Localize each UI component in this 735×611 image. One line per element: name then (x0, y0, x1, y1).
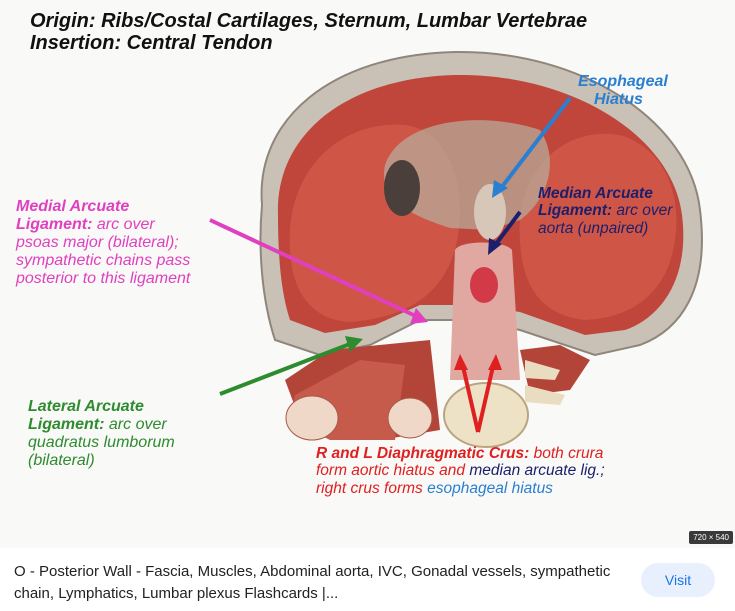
diagram-title: Origin: Ribs/Costal Cartilages, Sternum,… (30, 10, 587, 54)
diaphragmatic-crus-label: R and L Diaphragmatic Crus: both crura f… (316, 445, 605, 497)
result-caption-link[interactable]: O - Posterior Wall - Fascia, Muscles, Ab… (14, 561, 614, 605)
result-image[interactable]: Origin: Ribs/Costal Cartilages, Sternum,… (0, 0, 735, 548)
image-dimensions-badge: 720 × 540 (689, 531, 733, 544)
median-arcuate-label: Median Arcuate Ligament: arc over aorta … (538, 185, 672, 237)
origin-text: Origin: Ribs/Costal Cartilages, Sternum,… (30, 10, 587, 32)
medial-arcuate-label: Medial Arcuate Ligament: arc over psoas … (16, 198, 190, 288)
esophageal-hiatus-label: Esophageal Hiatus (578, 73, 668, 109)
visit-button[interactable]: Visit (641, 563, 715, 597)
lateral-arcuate-label: Lateral Arcuate Ligament: arc over quadr… (28, 398, 175, 470)
insertion-text: Insertion: Central Tendon (30, 32, 587, 54)
